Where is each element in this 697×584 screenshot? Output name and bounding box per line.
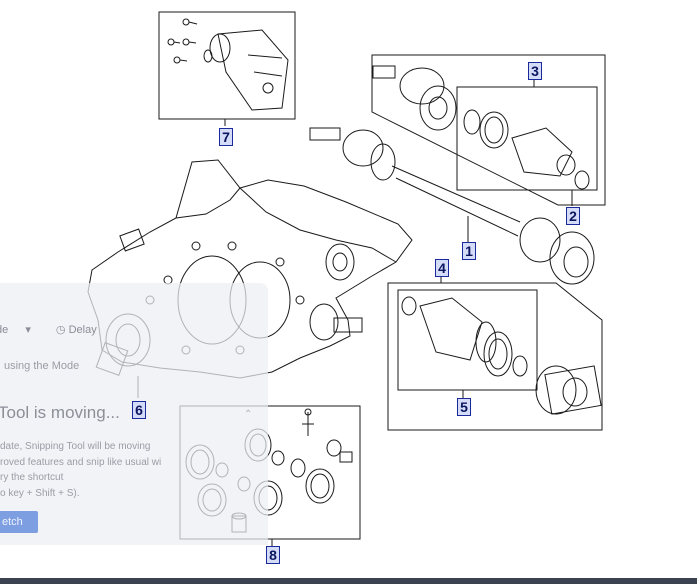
outer-joint xyxy=(372,65,457,131)
boot-kit-2 xyxy=(463,109,590,190)
mode-label[interactable]: de xyxy=(0,324,9,336)
body-line: date, Snipping Tool will be moving xyxy=(0,441,151,452)
mode-row: de ▾ ◷ Delay xyxy=(0,323,97,336)
callout-8[interactable]: 8 xyxy=(266,546,280,564)
body-line: ry the shortcut xyxy=(0,472,64,483)
boot-kit-5 xyxy=(401,296,528,377)
overlay-title: Tool is moving... xyxy=(0,403,120,422)
body-line: o key + Shift + S). xyxy=(0,487,80,499)
box-2 xyxy=(456,86,598,191)
callout-7[interactable]: 7 xyxy=(219,128,233,146)
overlay-body: date, Snipping Tool will be moving roved… xyxy=(0,439,250,501)
box-7 xyxy=(158,11,296,120)
drive-shaft xyxy=(309,127,595,285)
hint-text: using the Mode xyxy=(4,360,80,372)
callout-4[interactable]: 4 xyxy=(435,259,449,277)
callout-5[interactable]: 5 xyxy=(457,398,471,416)
motor-actuator xyxy=(167,18,289,111)
callout-1[interactable]: 1 xyxy=(462,242,476,260)
body-line: roved features and snip like usual wi xyxy=(0,456,162,468)
chevron-up-icon[interactable]: ⌃ xyxy=(244,409,253,420)
box-5 xyxy=(397,289,538,391)
chevron-down-icon[interactable]: ▾ xyxy=(25,324,31,336)
sketch-button[interactable]: etch xyxy=(0,511,38,533)
box-4 xyxy=(387,282,603,431)
delay-label[interactable]: Delay xyxy=(68,324,97,336)
clock-icon: ◷ xyxy=(55,324,66,336)
inner-joint xyxy=(535,365,602,415)
callout-3[interactable]: 3 xyxy=(528,62,542,80)
box-3 xyxy=(371,54,606,206)
callout-6[interactable]: 6 xyxy=(132,401,146,419)
callout-2[interactable]: 2 xyxy=(566,207,580,225)
taskbar xyxy=(0,578,697,584)
snipping-tool-overlay: de ▾ ◷ Delay using the Mode Tool is movi… xyxy=(0,283,268,545)
